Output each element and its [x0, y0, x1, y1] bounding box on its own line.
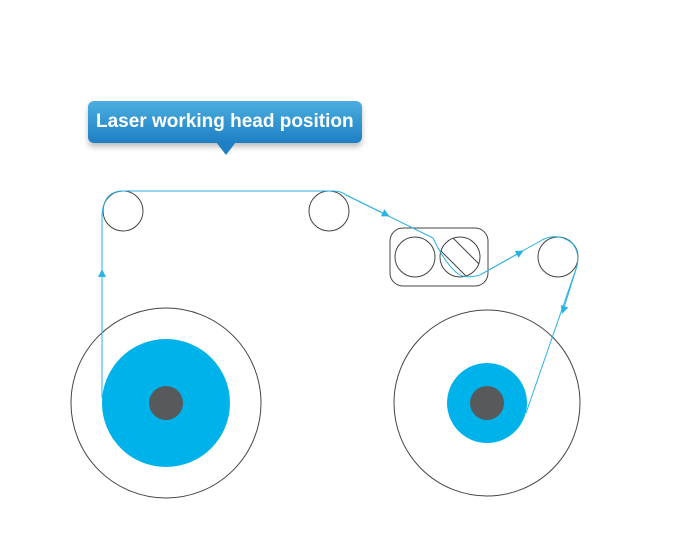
take-up-roll — [393, 309, 581, 497]
laser-head-assembly — [389, 227, 489, 287]
laser-head-housing — [389, 227, 489, 287]
laser-head-slot-roller — [439, 236, 481, 278]
ribbon-curve-middle — [332, 190, 347, 196]
laser-head-slot — [440, 237, 480, 277]
ribbon-curve-left — [101, 190, 124, 217]
ribbon-segment-to-take-up — [525, 265, 578, 414]
ribbon-curve-right — [541, 236, 579, 267]
laser-head-callout: Laser working head position — [88, 101, 362, 143]
ribbon-under-head — [432, 237, 481, 278]
ribbon-arrow-down — [560, 265, 578, 314]
supply-roll-core — [149, 386, 183, 420]
take-up-roll-core — [470, 386, 504, 420]
ribbon-arrow-to-right-roller — [479, 250, 524, 276]
callout-label: Laser working head position — [96, 111, 354, 132]
supply-roll-outer-ring — [70, 307, 262, 499]
guide-roller-middle — [308, 190, 350, 232]
guide-roller-left — [102, 190, 144, 232]
supply-roll — [70, 307, 262, 499]
take-up-roll-outer-ring — [393, 309, 581, 497]
ribbon-arrow-to-head — [345, 194, 390, 217]
callout-pointer — [216, 142, 236, 155]
ribbon-path — [98, 190, 579, 414]
laser-head-roller — [394, 236, 436, 278]
